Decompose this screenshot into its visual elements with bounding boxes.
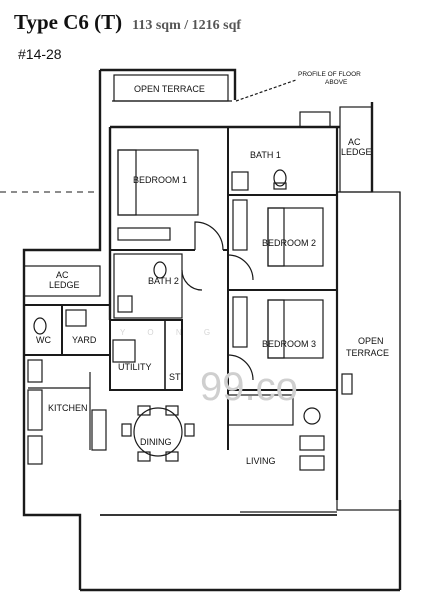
label-bedroom3: BEDROOM 3 bbox=[262, 339, 316, 349]
label-ac-ledge-right-2: LEDGE bbox=[341, 147, 372, 157]
unit-type-title: Type C6 (T) bbox=[14, 10, 123, 34]
label-bath2: BATH 2 bbox=[148, 276, 179, 286]
label-kitchen: KITCHEN bbox=[48, 403, 88, 413]
label-profile-note-1: PROFILE OF FLOOR bbox=[298, 71, 361, 78]
label-bath1: BATH 1 bbox=[250, 150, 281, 160]
label-wc: WC bbox=[36, 335, 51, 345]
label-st: ST bbox=[169, 372, 181, 382]
label-bedroom1: BEDROOM 1 bbox=[133, 175, 187, 185]
label-open-terrace-right-2: TERRACE bbox=[346, 348, 389, 358]
watermark-brand: Y O N G bbox=[120, 328, 220, 337]
watermark-logo: 99.co bbox=[200, 365, 298, 409]
label-open-terrace-right-1: OPEN bbox=[358, 336, 384, 346]
label-profile-note-2: ABOVE bbox=[325, 79, 348, 86]
walls bbox=[22, 68, 402, 592]
label-utility: UTILITY bbox=[118, 362, 152, 372]
label-ac-ledge-left-1: AC bbox=[56, 270, 69, 280]
label-ac-ledge-left-2: LEDGE bbox=[49, 280, 80, 290]
unit-number: #14-28 bbox=[18, 46, 62, 62]
label-bedroom2: BEDROOM 2 bbox=[262, 238, 316, 248]
label-dining: DINING bbox=[140, 437, 172, 447]
unit-area: 113 sqm / 1216 sqf bbox=[132, 18, 242, 33]
label-living: LIVING bbox=[246, 456, 276, 466]
plan-header: Type C6 (T) 113 sqm / 1216 sqf bbox=[14, 10, 241, 35]
label-ac-ledge-right-1: AC bbox=[348, 137, 361, 147]
label-yard: YARD bbox=[72, 335, 97, 345]
label-open-terrace-top: OPEN TERRACE bbox=[134, 84, 205, 94]
